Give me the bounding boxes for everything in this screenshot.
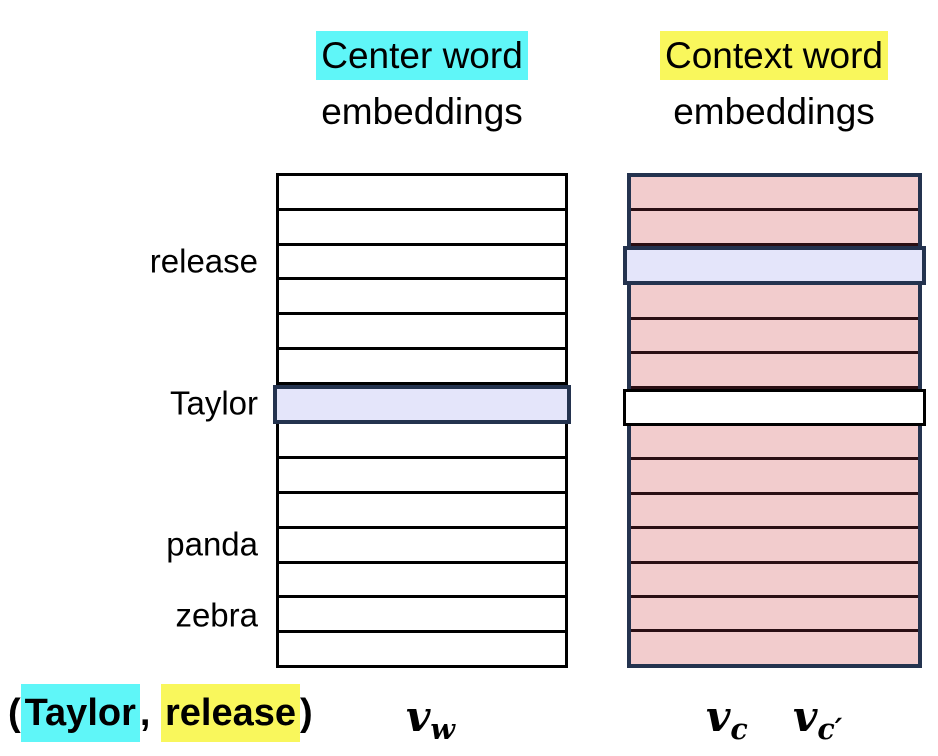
pair-open-paren: (: [8, 692, 21, 734]
matrix-row: [631, 319, 918, 355]
pair-context-word: release: [161, 684, 301, 742]
row-label-zebra: zebra: [175, 596, 258, 634]
matrix-row: [631, 598, 918, 633]
center-header-line2: embeddings: [321, 91, 523, 132]
matrix-row: [631, 425, 918, 461]
context-prime-vector-subscript: c′: [817, 711, 843, 746]
matrix-row: [631, 354, 918, 389]
center-vector-base: v: [406, 692, 431, 741]
matrix-row-selected: [273, 384, 571, 425]
row-label-panda: panda: [166, 525, 258, 563]
center-vector-symbol: vw: [406, 696, 455, 744]
matrix-row: [279, 459, 565, 495]
matrix-row: [279, 210, 565, 246]
center-header-line1-wrap: Center word: [256, 28, 588, 84]
matrix-row: [279, 280, 565, 316]
context-column-header: Context word embeddings: [608, 28, 938, 140]
context-prime-vector-symbol: vc′: [793, 696, 842, 744]
center-vector-subscript: w: [430, 711, 455, 746]
matrix-row: [279, 494, 565, 529]
context-vector-symbol: vc: [706, 696, 748, 744]
matrix-row: [631, 285, 918, 320]
matrix-row: [279, 424, 565, 460]
context-vector-subscript: c: [730, 711, 748, 746]
context-word-highlight: Context word: [660, 31, 888, 80]
matrix-row: [631, 211, 918, 246]
matrix-row-selected: [623, 245, 926, 286]
context-embeddings-matrix: [623, 173, 926, 668]
matrix-row: [631, 632, 918, 664]
context-header-line1: Context word: [665, 35, 883, 76]
row-label-release: release: [149, 242, 258, 280]
context-prime-vector-base: v: [793, 692, 818, 741]
matrix-row: [631, 494, 918, 530]
matrix-row-blank: [623, 388, 926, 426]
center-embeddings-matrix: [273, 173, 571, 668]
matrix-row: [279, 563, 565, 599]
matrix-row: [279, 176, 565, 211]
pair-close-paren: ): [300, 692, 313, 734]
context-header-line1-wrap: Context word: [608, 28, 938, 84]
word-pair: (Taylor, release): [8, 684, 313, 742]
pair-separator: ,: [139, 692, 161, 734]
matrix-row: [631, 177, 918, 212]
matrix-row: [279, 349, 565, 385]
matrix-row: [631, 563, 918, 599]
matrix-row: [279, 315, 565, 350]
matrix-row: [631, 529, 918, 564]
center-column-header: Center word embeddings: [256, 28, 588, 140]
matrix-row: [279, 528, 565, 564]
matrix-row: [631, 460, 918, 495]
context-vector-base: v: [706, 692, 731, 741]
context-header-line2: embeddings: [673, 91, 875, 132]
center-word-highlight: Center word: [316, 31, 528, 80]
matrix-row: [279, 245, 565, 281]
center-header-line1: Center word: [321, 35, 523, 76]
matrix-row: [279, 598, 565, 634]
matrix-row: [279, 633, 565, 665]
pair-center-word: Taylor: [20, 684, 140, 742]
row-label-taylor: Taylor: [169, 384, 258, 422]
